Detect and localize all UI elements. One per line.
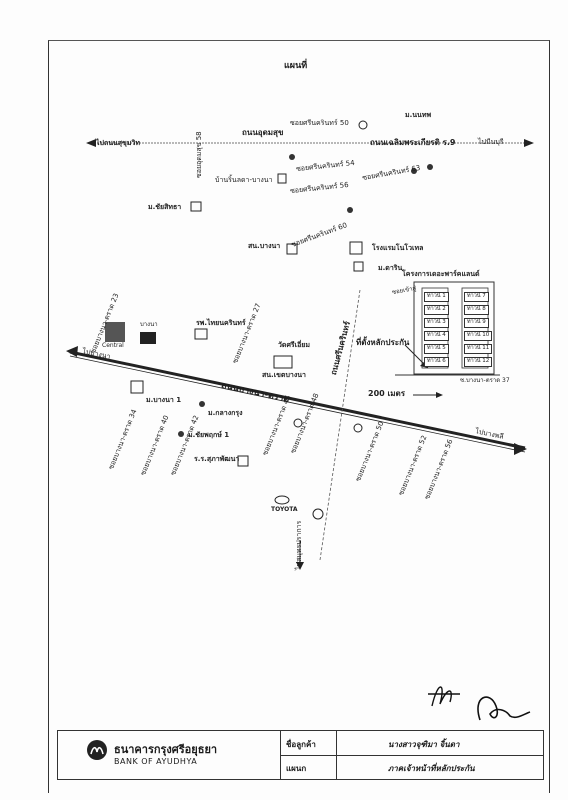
- landmark-wat-label: วัดศรีเอี่ยม: [278, 341, 310, 349]
- soi-udomsuk-58-label: ซอยอุดมสุข 58: [195, 131, 203, 178]
- road-to-minburi-label: ไปมีนบุรี: [478, 138, 504, 146]
- marker-icon-5: [353, 423, 363, 433]
- landmark-m-darin-label: ม.ดาริน: [378, 264, 403, 272]
- marker-icon-6: [312, 508, 324, 520]
- plot-cell-label: ทาวน์ 9: [464, 318, 489, 328]
- landmark-central-label: Central: [102, 342, 124, 349]
- marker-icon-4: [293, 418, 303, 428]
- plot-cell-label: ทาวน์ 6: [424, 357, 449, 367]
- landmark-school-label: ร.ร.สุภาพัฒนา: [194, 455, 240, 463]
- landmark-toyota-label: TOYOTA: [271, 506, 298, 513]
- arrow-left-icon-2: [86, 139, 96, 147]
- marker-icon-8: [427, 164, 433, 170]
- arrow-right-icon: [514, 443, 527, 455]
- landmark-hotel-label: โรงแรมโนโวเทล: [372, 244, 424, 252]
- marker-icon-3: [178, 431, 184, 437]
- bank-name-english: BANK OF AYUDHYA: [114, 757, 198, 766]
- plot-cell-label: ทาวน์ 3: [424, 318, 449, 328]
- customer-value: นางสาวจุฑิมา จิ้นดา: [388, 740, 460, 749]
- plot-cell-label: ทาวน์ 11: [464, 344, 493, 354]
- hospital-icon: [194, 328, 208, 340]
- page-title: แผนที่: [284, 61, 308, 71]
- department-label: แผนก: [286, 764, 307, 773]
- plot-cell-label: ทาวน์ 10: [464, 331, 493, 341]
- central-logo-icon: [105, 322, 125, 342]
- plot-cell-label: ทาวน์ 4: [424, 331, 449, 341]
- complex-icon: [273, 355, 293, 369]
- marker-icon: [289, 154, 295, 160]
- landmark-m-krungthep-label: ม.กลางกรุง: [208, 409, 243, 417]
- road-sukhumvit-label: ไปถนนสุขุมวิท: [96, 139, 140, 147]
- building-icon: [190, 201, 202, 212]
- road-chaloem-label: ถนนเฉลิมพระเกียรติ ร.9: [370, 138, 456, 147]
- bank-logo-icon: [87, 740, 107, 760]
- school-icon: [237, 455, 249, 467]
- landmark-m-chanalai-label: ม.ชัยสิทธา: [148, 203, 182, 211]
- main-road-line: [69, 350, 526, 450]
- building-icon-3: [353, 261, 364, 272]
- temple-icon: [358, 120, 368, 130]
- plot-cell-label: ทาวน์ 8: [464, 305, 489, 315]
- plot-cell-label: ทาวน์ 2: [424, 305, 449, 315]
- landmark-sn-bangna-label: สน.บางนา: [248, 242, 281, 250]
- plot-cell-label: ทาวน์ 1: [424, 292, 449, 302]
- soi-bangna-37-label: ซ.บางนา-ตราด 37: [460, 377, 510, 384]
- road-to-samut-label: ไปสมุทรปราการ: [295, 520, 303, 570]
- landmark-complex-label: สน.เขตบางนา: [262, 371, 306, 379]
- bank-name-thai: ธนาคารกรุงศรีอยุธยา: [114, 743, 218, 756]
- landmark-m-chaiyapruek-label: ม.ชัยพฤกษ์ 1: [188, 431, 230, 439]
- landmark-m-nanthana-label: ม.นนทพ: [405, 111, 432, 119]
- footer-table: ธนาคารกรุงศรีอยุธยา BANK OF AYUDHYA ชื่อ…: [57, 730, 544, 780]
- arrow-left-icon: [66, 346, 78, 357]
- police-icon: [286, 243, 298, 255]
- location-label: ที่ตั้งหลักประกัน: [356, 338, 410, 347]
- building-icon-2: [277, 173, 287, 184]
- landmark-bangna-mall-label: บางนา: [140, 321, 158, 328]
- landmark-project-label: โครงการเดอะพาร์คแลนด์: [402, 270, 480, 278]
- marker-icon-2: [199, 401, 205, 407]
- building-icon-4: [130, 380, 144, 394]
- hotel-icon: [349, 241, 363, 255]
- arrow-right-icon-2: [524, 139, 534, 147]
- plot-cell-label: ทาวน์ 7: [464, 292, 489, 302]
- plot-cell-label: ทาวน์ 5: [424, 344, 449, 354]
- landmark-m-bangna1-label: ม.บางนา 1: [146, 396, 182, 404]
- signature-images: [428, 686, 531, 721]
- marker-icon-9: [347, 207, 353, 213]
- department-value: ภาคเจ้าหน้าที่หลักประกัน: [388, 764, 475, 773]
- toyota-logo-icon: [274, 495, 290, 505]
- road-udomsuk-label: ถนนอุดมสุข: [242, 128, 284, 137]
- landmark-ban-rinlada-label: บ้านริ้นลดา-บางนา: [215, 176, 273, 184]
- document-frame: [48, 40, 550, 793]
- customer-label: ชื่อลูกค้า: [286, 740, 316, 749]
- plot-cell-label: ทาวน์ 12: [464, 357, 493, 367]
- soi-srinakarin-50-label: ซอยศรีนครินทร์ 50: [290, 119, 349, 127]
- landmark-hospital-label: รพ.ไทยนครินทร์: [196, 319, 246, 327]
- marker-icon-7: [411, 168, 417, 174]
- mall-icon: [140, 332, 156, 344]
- distance-label: 200 เมตร: [368, 389, 405, 398]
